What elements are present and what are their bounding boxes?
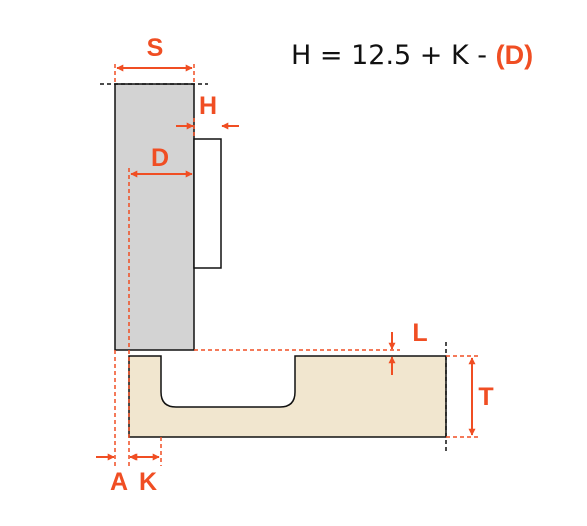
cabinet-panel — [128, 355, 447, 438]
door-panel — [114, 83, 195, 351]
reference-lines — [114, 64, 480, 466]
label-k: K — [139, 468, 157, 496]
hinge-cup — [193, 138, 222, 269]
label-s: S — [147, 34, 164, 62]
formula: H = 12.5 + K - (D) — [291, 40, 533, 71]
label-h: H — [199, 92, 217, 120]
label-d: D — [151, 144, 169, 172]
formula-highlight: (D) — [496, 40, 533, 70]
label-l: L — [412, 319, 427, 347]
formula-text: H = 12.5 + K - — [291, 40, 496, 71]
label-t: T — [478, 383, 493, 411]
label-a: A — [110, 468, 128, 496]
